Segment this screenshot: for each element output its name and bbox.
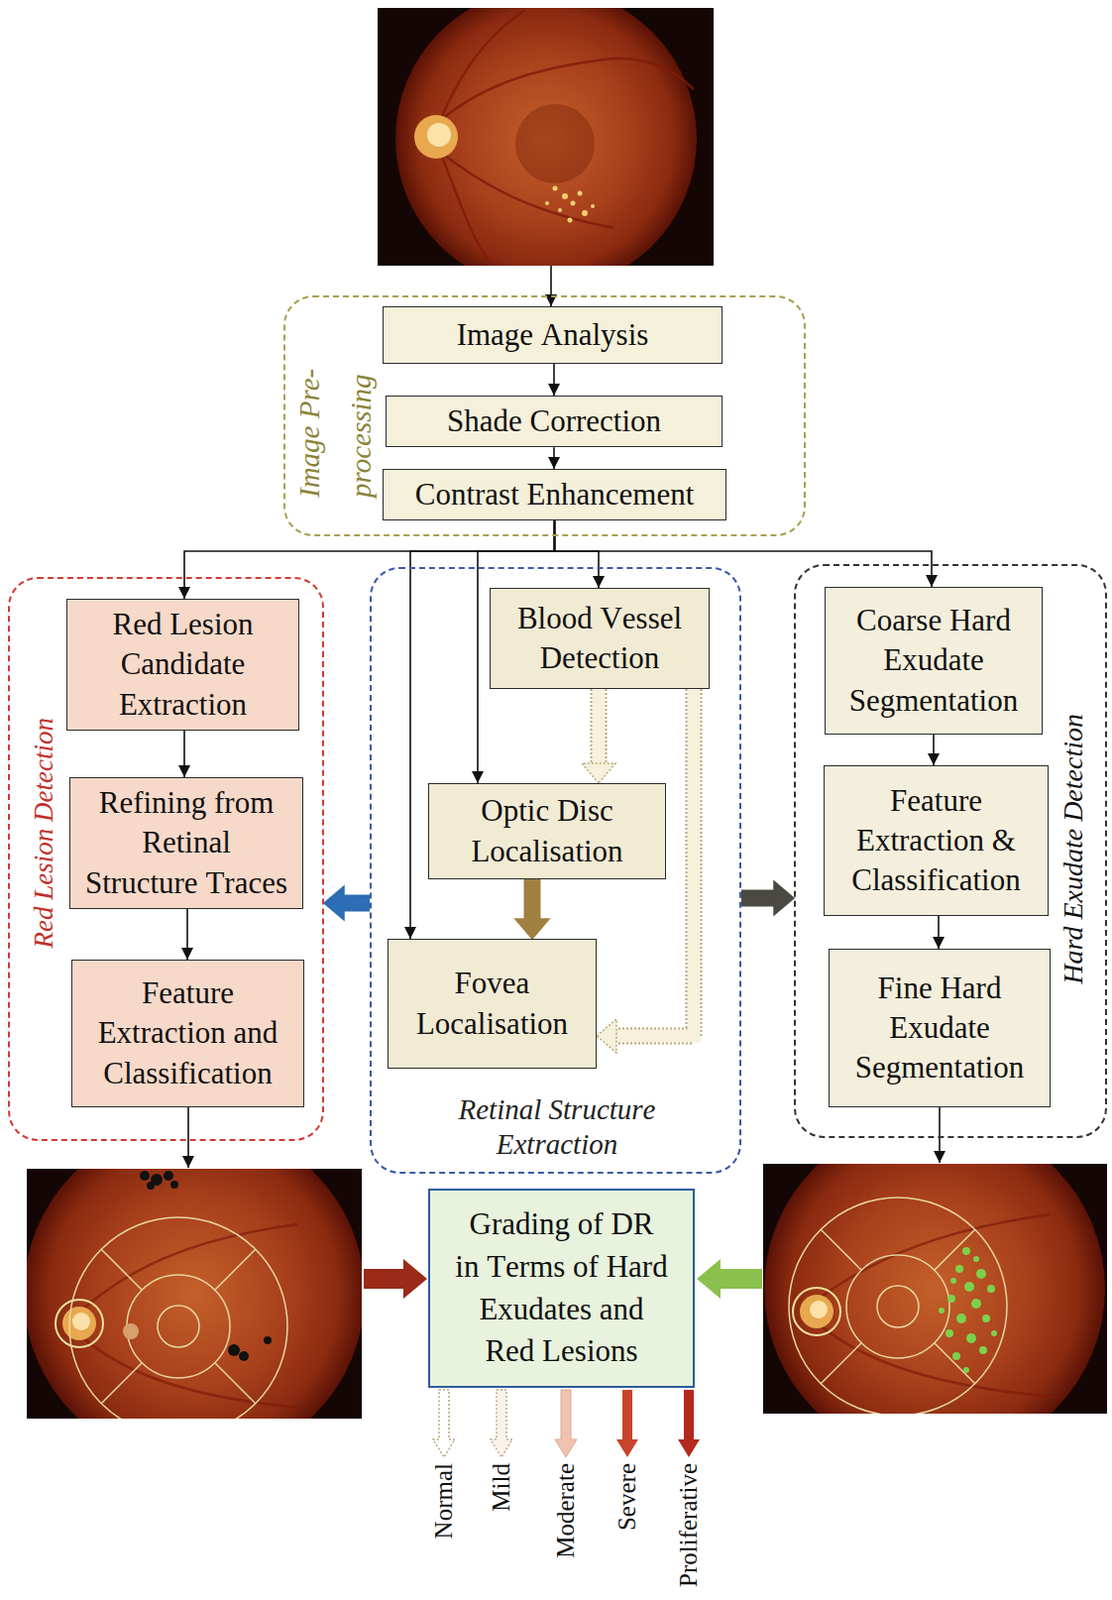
block-arrow — [696, 1258, 763, 1299]
box-label: Red Lesion Candidate Extraction — [81, 604, 285, 725]
flow-line — [553, 446, 556, 469]
group-region: Retinal Structure Extraction Blood Vessel… — [369, 566, 742, 1174]
flow-arrow — [933, 734, 935, 766]
flow-line — [553, 363, 556, 396]
process-box: Contrast Enhancement — [382, 468, 727, 521]
grade-label: Moderate — [552, 1462, 580, 1558]
box-label: Optic Disc Localisation — [445, 790, 650, 872]
grade-arrow — [555, 1389, 577, 1457]
box-label: Blood Vessel Detection — [498, 598, 702, 679]
fundus-image — [23, 1122, 365, 1464]
process-box: Blood Vessel Detection — [489, 587, 710, 689]
fundus-image — [377, 0, 714, 290]
block-arrow-outline — [343, 894, 370, 912]
grade-arrow — [490, 1389, 513, 1457]
flow-line — [187, 1107, 190, 1168]
process-box: Refining from Retinal Structure Traces — [69, 777, 304, 909]
process-box: Shade Correction — [385, 395, 723, 447]
block-arrow — [324, 886, 370, 920]
flow-line — [550, 265, 553, 307]
process-box: Image Analysis — [382, 306, 723, 364]
process-box: Fine Hard Exudate Segmentation — [828, 948, 1051, 1108]
box-label: Refining from Retinal Structure Traces — [84, 782, 290, 903]
group-title: Retinal Structure Extraction — [438, 1092, 676, 1162]
flow-line — [186, 908, 189, 960]
grade-arrow — [433, 1389, 455, 1457]
flow-line — [932, 734, 935, 766]
block-arrow — [515, 879, 550, 939]
block-arrow — [581, 688, 616, 783]
flow-line — [555, 520, 600, 588]
grade-arrow — [677, 1389, 700, 1457]
block-arrow-shaft — [741, 891, 775, 905]
block-arrow — [363, 1258, 428, 1299]
flow-arrow — [555, 520, 933, 587]
box-label: Fovea Localisation — [393, 963, 591, 1044]
flow-line — [937, 915, 940, 949]
process-box: Feature Extraction & Classification — [823, 765, 1049, 916]
box-label: Shade Correction — [390, 401, 718, 442]
flow-arrow — [555, 520, 600, 588]
block-arrow-head — [581, 763, 616, 783]
block-arrow-outline — [590, 688, 608, 764]
group-title: Hard Exudate Detection — [1059, 713, 1088, 985]
group-title: Red Lesion Detection — [30, 717, 58, 948]
box-label: Contrast Enhancement — [388, 474, 721, 515]
process-box: Feature Extraction and Classification — [71, 959, 305, 1108]
group-region: Red Lesion Detection Red Lesion Candidate… — [7, 576, 325, 1141]
group-title: Image Pre-processing — [283, 348, 387, 498]
block-arrow-shaft — [526, 879, 540, 919]
grade-arrow — [616, 1389, 639, 1457]
box-label: Feature Extraction & Classification — [834, 780, 1038, 901]
block-arrow-head — [774, 881, 794, 915]
grade-label: Severe — [613, 1462, 642, 1531]
flow-arrow — [187, 908, 189, 960]
block-arrow-outline — [524, 879, 542, 919]
block-arrow-shaft — [343, 896, 370, 910]
flow-line — [183, 730, 186, 778]
block-arrow-head — [596, 1018, 617, 1053]
block-arrow-head — [324, 886, 344, 920]
fundus-image — [763, 1117, 1108, 1459]
group-region: Hard Exudate Detection Coarse Hard Exudat… — [793, 563, 1108, 1138]
flow-line — [938, 1107, 941, 1163]
box-label: Image Analysis — [389, 315, 717, 355]
flow-line — [555, 520, 933, 587]
block-arrow — [741, 881, 794, 915]
process-box: Grading of DR in Terms of Hard Exudates … — [428, 1188, 695, 1388]
process-box: Optic Disc Localisation — [428, 782, 667, 880]
grade-label: Proliferative — [674, 1462, 703, 1587]
grade-label: Mild — [487, 1462, 516, 1512]
block-arrow-outline — [741, 889, 775, 907]
flow-arrow — [184, 730, 186, 778]
process-box: Red Lesion Candidate Extraction — [66, 598, 300, 731]
group-region: Image Pre-processingImage AnalysisShade … — [283, 295, 806, 537]
box-label: Fine Hard Exudate Segmentation — [838, 968, 1042, 1089]
flow-arrow — [938, 915, 940, 949]
flow-arrow — [554, 363, 556, 396]
box-label: Coarse Hard Exudate Segmentation — [832, 600, 1036, 721]
process-box: Coarse Hard Exudate Segmentation — [824, 586, 1043, 735]
grade-label: Normal — [430, 1462, 458, 1539]
box-label: Grading of DR in Terms of Hard Exudates … — [453, 1203, 668, 1373]
block-arrow-shaft — [592, 688, 606, 764]
box-label: Feature Extraction and Classification — [86, 973, 290, 1094]
process-box: Fovea Localisation — [387, 938, 597, 1069]
block-arrow-head — [515, 918, 550, 939]
flow-arrow — [554, 446, 556, 469]
